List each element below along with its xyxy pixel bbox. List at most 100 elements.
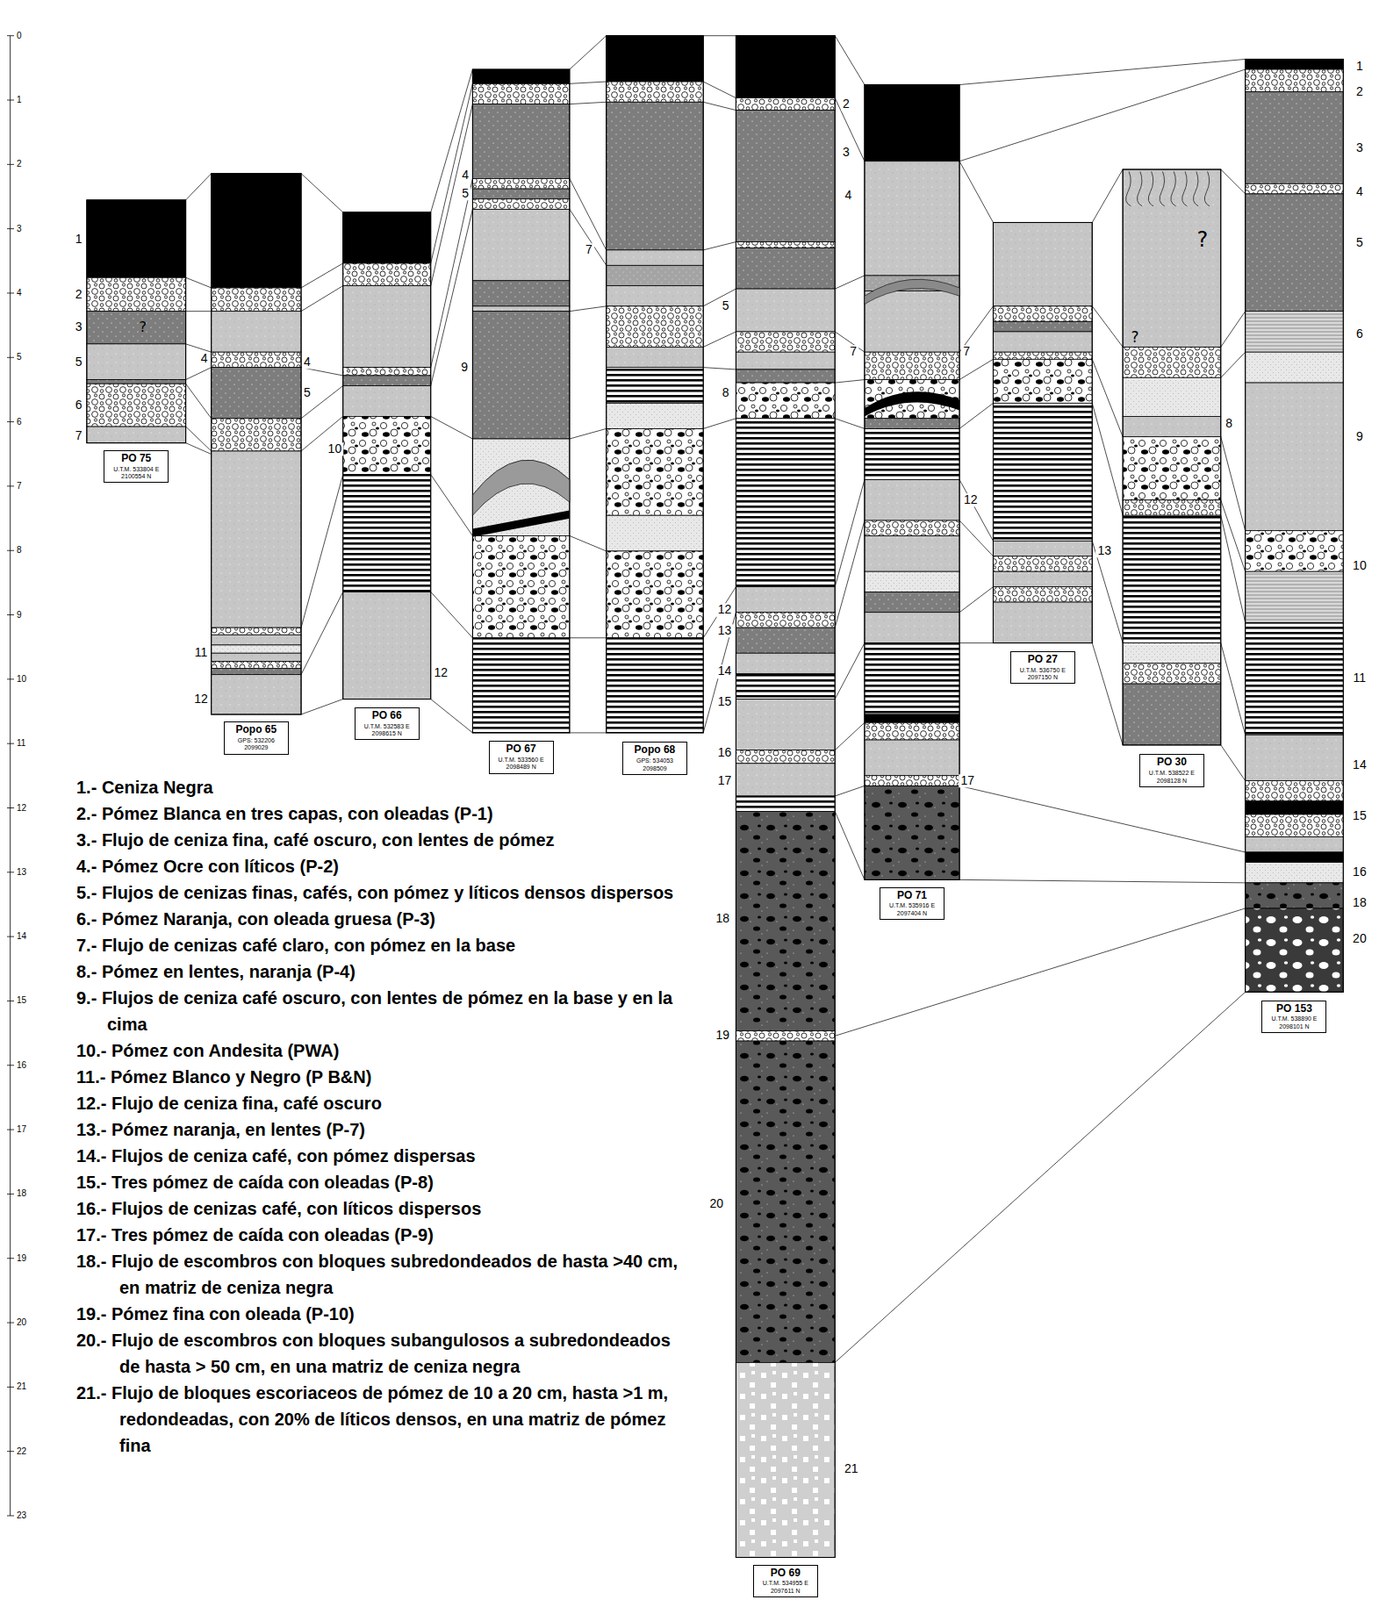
correlation-line <box>186 310 212 312</box>
layer-number: 2 <box>840 97 852 111</box>
legend-entry: 9.- Flujos de ceniza café oscuro, con le… <box>76 984 696 1038</box>
layer-band <box>1122 683 1221 746</box>
depth-tick-label: 4 <box>15 288 23 298</box>
depth-tick-label: 9 <box>15 610 23 620</box>
layer-band <box>343 386 431 417</box>
column-outline <box>86 200 187 444</box>
layer-band <box>1122 169 1221 347</box>
station-coordinates: GPS: 532206 2099029 <box>228 737 285 753</box>
correlation-line <box>703 367 736 370</box>
legend-entry: 11.- Pómez Blanco y Negro (P B&N) <box>76 1063 696 1091</box>
station-coordinates: U.T.M. 532583 E 2098615 N <box>359 723 416 739</box>
layer-band <box>343 375 431 387</box>
ruler-tick <box>7 1322 15 1324</box>
correlation-line <box>430 699 474 733</box>
correlation-line <box>430 591 474 638</box>
correlation-line <box>569 178 607 250</box>
layer-number: 7 <box>583 243 595 257</box>
correlation-line <box>834 811 865 880</box>
strat-column <box>992 222 1092 643</box>
station-name: Popo 68 <box>626 744 683 757</box>
legend-entry: 13.- Pómez naranja, en lentes (P-7) <box>76 1116 696 1143</box>
layer-band <box>1245 571 1344 623</box>
ruler-tick <box>7 485 15 487</box>
layer-number: 7 <box>73 429 85 443</box>
legend-entry: 5.- Flujos de cenizas finas, cafés, con … <box>76 879 696 906</box>
legend-entry: 15.- Tres pómez de caída con oleadas (P-… <box>76 1169 696 1196</box>
layer-band <box>992 306 1092 322</box>
legend-entry: 4.- Pómez Ocre con líticos (P-2) <box>76 853 696 880</box>
layer-band <box>1245 92 1344 185</box>
layer-band <box>735 1041 835 1363</box>
layer-band <box>606 428 704 516</box>
layer-band <box>606 638 704 733</box>
layer-band <box>1245 382 1344 532</box>
correlation-line <box>430 104 474 287</box>
correlation-line <box>1220 745 1246 782</box>
ruler-tick <box>7 357 15 359</box>
station-caption-box: PO 67U.T.M. 533560 E 2098489 N <box>488 740 554 775</box>
ruler-tick <box>7 743 15 745</box>
layer-band <box>1245 781 1344 802</box>
correlation-line <box>834 785 865 797</box>
station-coordinates: U.T.M. 538522 E 2098128 N <box>1143 769 1200 785</box>
columns <box>86 35 1344 1559</box>
layer-number: 7 <box>847 344 859 359</box>
layer-band <box>606 265 704 286</box>
layer-band <box>864 351 960 380</box>
layer-band <box>735 1030 835 1042</box>
layer-band <box>864 643 960 715</box>
correlation-line <box>959 69 1246 162</box>
station-coordinates: U.T.M. 533804 E 2100554 N <box>107 466 165 482</box>
layer-band <box>735 369 835 383</box>
station-coordinates: U.T.M. 534955 E 2097611 N <box>757 1580 814 1595</box>
layer-band <box>472 199 569 210</box>
layer-band <box>1245 862 1344 884</box>
correlation-line <box>430 178 474 367</box>
ruler-tick <box>7 807 15 809</box>
layer-number: 9 <box>1354 430 1365 444</box>
root-trace <box>1126 171 1132 207</box>
layer-number: 2 <box>1354 85 1365 99</box>
ruler-tick <box>7 1193 15 1195</box>
layer-number: 6 <box>73 398 85 412</box>
black-wave-lens <box>864 391 960 417</box>
layer-band <box>86 426 187 444</box>
layer-band <box>472 535 569 638</box>
layer-band <box>735 110 835 243</box>
layer-band <box>1122 663 1221 684</box>
station-name: PO 67 <box>493 743 550 756</box>
correlation-line <box>569 637 607 639</box>
correlation-line <box>186 173 212 201</box>
layer-band <box>1245 852 1344 863</box>
layer-number: 5 <box>1354 236 1365 250</box>
layer-number: 8 <box>720 386 732 400</box>
column-outline <box>864 85 960 881</box>
layer-band <box>472 104 569 180</box>
layer-number: 8 <box>1223 416 1235 431</box>
correlation-line <box>959 58 1246 85</box>
column-outline <box>472 69 569 733</box>
layer-number: 12 <box>432 667 451 681</box>
layer-band <box>1245 814 1344 838</box>
layer-band <box>1122 643 1221 664</box>
layer-band <box>864 380 960 419</box>
strat-column <box>343 212 431 700</box>
uncertainty-mark: ? <box>1131 329 1140 345</box>
layer-band <box>735 331 835 352</box>
layer-band <box>735 248 835 290</box>
correlation-line <box>1091 540 1123 643</box>
correlation-line <box>301 591 344 675</box>
depth-tick-label: 10 <box>15 675 28 684</box>
layer-band <box>606 81 704 102</box>
layer-band <box>343 263 431 287</box>
correlation-line <box>1220 500 1246 572</box>
station-caption-box: Popo 65GPS: 532206 2099029 <box>223 721 289 755</box>
layer-band <box>86 383 187 427</box>
ash-lens <box>864 279 960 304</box>
layer-number: 9 <box>459 360 470 374</box>
station-coordinates: U.T.M. 538890 E 2098101 N <box>1265 1015 1322 1031</box>
uncertainty-mark: ? <box>1196 229 1208 251</box>
layer-band <box>864 571 960 592</box>
correlation-line <box>430 208 474 386</box>
